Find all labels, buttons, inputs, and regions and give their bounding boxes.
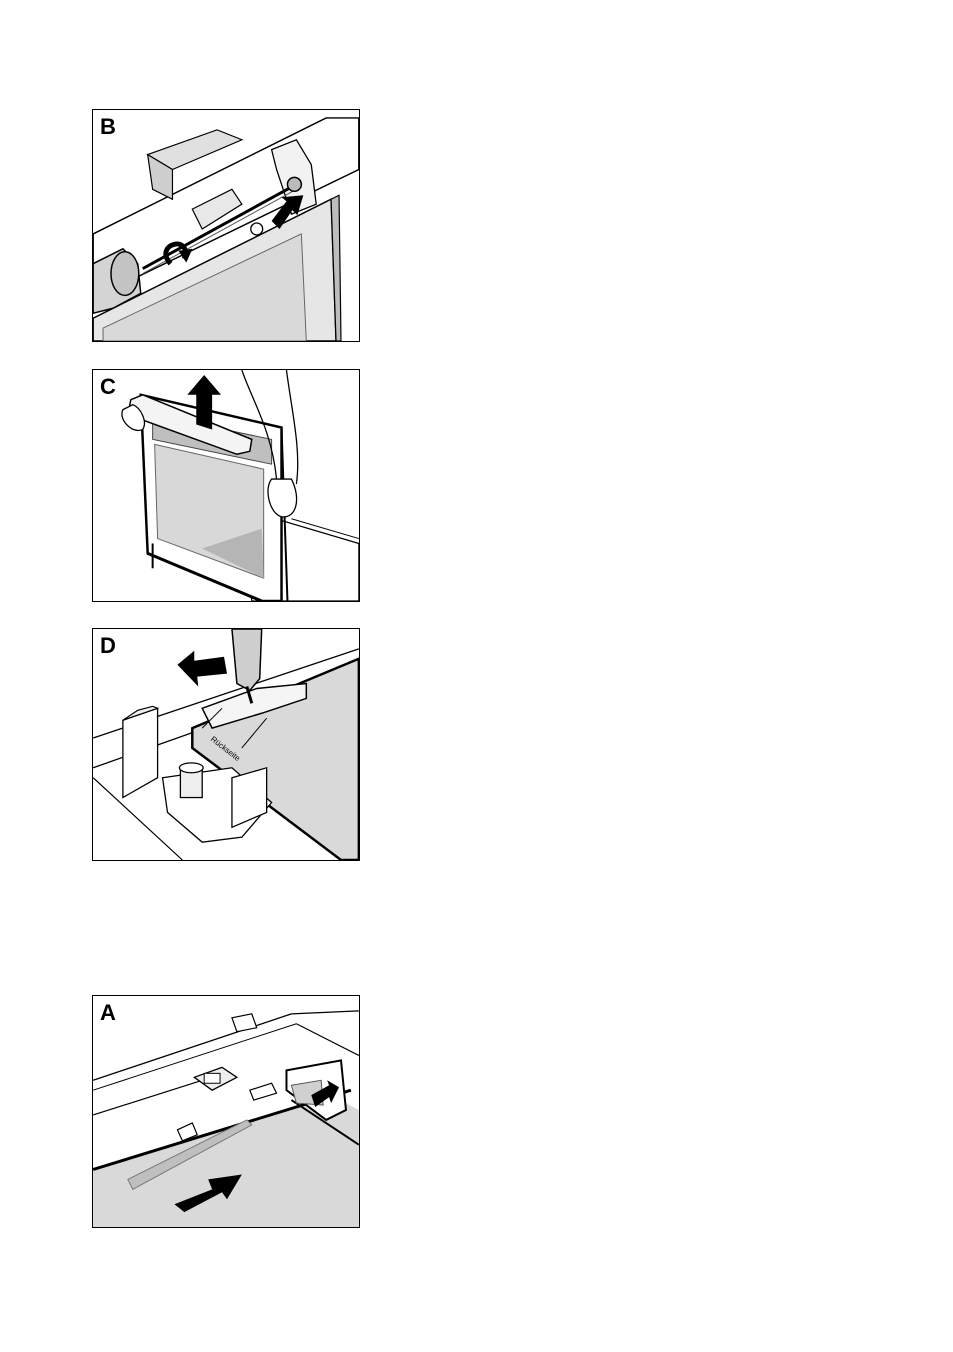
figure-d: D Rückseite bbox=[92, 628, 360, 861]
figure-a-illustration bbox=[93, 996, 359, 1227]
figure-a: A bbox=[92, 995, 360, 1228]
figure-d-illustration: Rückseite bbox=[93, 629, 359, 860]
figure-c: C bbox=[92, 369, 360, 602]
figure-label-a: A bbox=[100, 1000, 116, 1026]
figure-c-illustration bbox=[93, 370, 359, 601]
figure-b: B bbox=[92, 109, 360, 342]
figure-label-b: B bbox=[100, 114, 116, 140]
figure-label-c: C bbox=[100, 374, 116, 400]
figure-label-d: D bbox=[100, 633, 116, 659]
figure-b-illustration bbox=[93, 110, 359, 341]
